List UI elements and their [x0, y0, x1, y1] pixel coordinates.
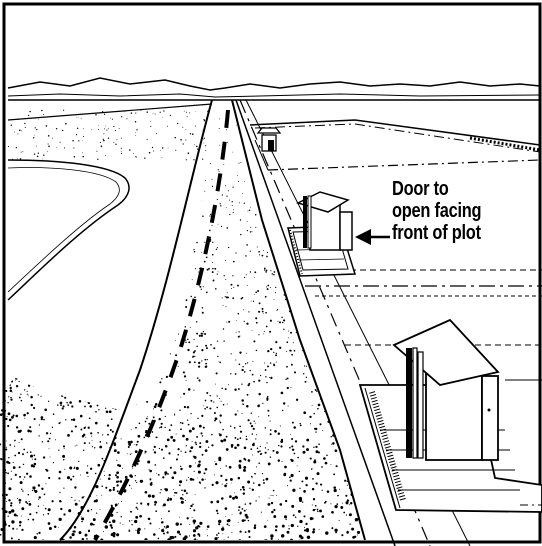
road-left-edge [59, 99, 213, 541]
center-line [93, 109, 230, 541]
distant-plot [249, 119, 541, 146]
callout-line-1: Door to [392, 178, 449, 200]
mountains [7, 77, 541, 91]
left-field-stipple [7, 109, 209, 161]
foreground-shed [358, 318, 542, 513]
callout-line-2: open facing [392, 200, 482, 222]
distant-shed [256, 127, 282, 152]
door-callout: Door to open facing front of plot [392, 178, 501, 244]
road-right-edge [231, 99, 366, 541]
arrow-left-icon [355, 229, 390, 245]
left-field-edge [7, 103, 213, 121]
middle-shed [287, 191, 357, 277]
callout-line-3: front of plot [392, 222, 481, 244]
